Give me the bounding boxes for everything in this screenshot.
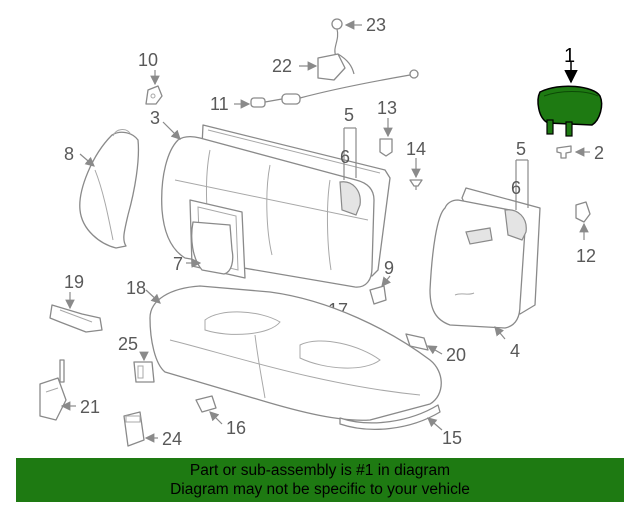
part-12-bracket[interactable] — [575, 201, 591, 223]
callout-1[interactable]: 1 — [564, 45, 575, 67]
part-5-6-seat-back-pad-right[interactable] — [504, 209, 527, 241]
callout-23[interactable]: 23 — [366, 15, 386, 35]
part-2-clip[interactable] — [556, 145, 572, 159]
part-18-seat-cushion[interactable] — [149, 285, 442, 421]
part-22-23-release-assembly[interactable] — [317, 18, 355, 81]
callout-18[interactable]: 18 — [126, 278, 146, 298]
callout-12[interactable]: 12 — [576, 246, 596, 266]
callout-19[interactable]: 19 — [64, 272, 84, 292]
callout-22[interactable]: 22 — [272, 56, 292, 76]
part-25-buckle[interactable] — [133, 361, 155, 383]
callout-14[interactable]: 14 — [406, 139, 426, 159]
callout-11[interactable]: 11 — [210, 94, 229, 114]
callout-15[interactable]: 15 — [442, 428, 462, 448]
callout-5-right[interactable]: 5 — [516, 139, 526, 159]
callout-10[interactable]: 10 — [138, 50, 158, 70]
callout-6-left[interactable]: 6 — [340, 147, 350, 167]
banner-line-2: Diagram may not be specific to your vehi… — [170, 481, 470, 498]
part-16-clip[interactable] — [195, 395, 217, 413]
part-5-6-seat-back-pad-left[interactable] — [339, 181, 361, 216]
part-13-clip[interactable] — [379, 138, 393, 157]
callout-24[interactable]: 24 — [162, 429, 182, 449]
part-4-right-seat-back[interactable] — [429, 187, 541, 329]
callout-4[interactable]: 4 — [510, 341, 520, 361]
part-7-armrest[interactable] — [189, 199, 246, 279]
part-19-anchor-bracket[interactable] — [49, 304, 103, 333]
callout-16[interactable]: 16 — [226, 418, 246, 438]
info-banner: Part or sub-assembly is #1 in diagram Di… — [16, 458, 624, 502]
callout-9[interactable]: 9 — [384, 258, 394, 278]
part-15-cushion-frame[interactable] — [339, 404, 441, 431]
part-10-bracket[interactable] — [145, 85, 163, 105]
callout-3[interactable]: 3 — [150, 108, 160, 128]
callout-20[interactable]: 20 — [446, 345, 466, 365]
part-9-clip[interactable] — [369, 285, 387, 305]
callout-21[interactable]: 21 — [80, 397, 100, 417]
callout-5-left[interactable]: 5 — [344, 105, 354, 125]
callout-7[interactable]: 7 — [173, 254, 183, 274]
parts-diagram: 1 2 3 7 5 6 8 10 — [39, 15, 604, 449]
part-8-side-bolster[interactable] — [79, 129, 140, 249]
callout-8[interactable]: 8 — [64, 144, 74, 164]
part-11-release-cable[interactable] — [250, 69, 419, 108]
part-24-buckle-housing[interactable] — [123, 411, 145, 447]
callout-6-right[interactable]: 6 — [511, 178, 521, 198]
callout-13[interactable]: 13 — [377, 98, 397, 118]
callout-2[interactable]: 2 — [594, 143, 604, 163]
part-21-belt-retractor[interactable] — [39, 359, 67, 421]
part-14-retainer[interactable] — [409, 179, 423, 190]
banner-line-1: Part or sub-assembly is #1 in diagram — [189, 462, 451, 479]
callout-25[interactable]: 25 — [118, 334, 138, 354]
part-1-headrest[interactable] — [537, 85, 603, 137]
